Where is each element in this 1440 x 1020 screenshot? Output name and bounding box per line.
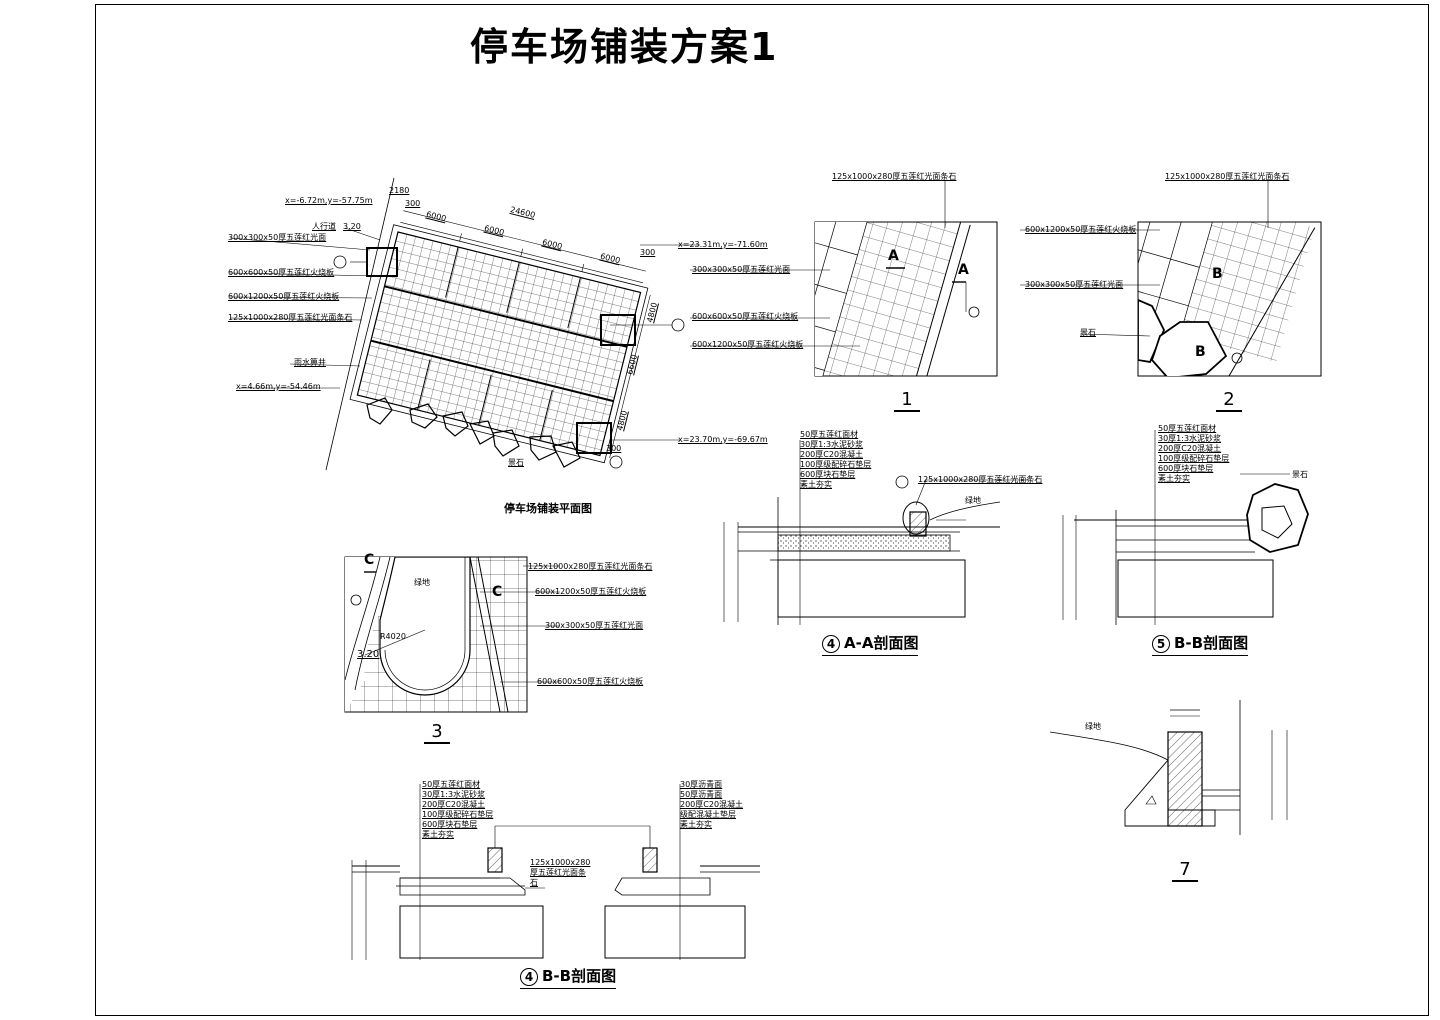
d3-label-green: 绿地 [414, 578, 430, 587]
bb-layer-2: 30厚1:3水泥砂浆 [1158, 434, 1222, 443]
bb-layer-3: 200厚C20混凝土 [1158, 444, 1222, 453]
d1-number: 1 [894, 390, 920, 412]
plan-dim-9: 300 [405, 199, 421, 208]
plan-label-stone: 景石 [508, 458, 524, 467]
plan-label-300: 300x300x50厚五莲红光面 [228, 233, 327, 242]
bb2-left-4: 100厚级配碎石垫层 [422, 810, 494, 819]
plan-coord-1: x=-6.72m,y=-57.75m [285, 196, 373, 205]
parking-plan [349, 210, 651, 464]
d2-label-curb: 125x1000x280厚五莲红光面条石 [1165, 172, 1290, 181]
plan-dim-11: 300 [606, 444, 622, 453]
bb2-right-2: 50厚沥青面 [680, 790, 723, 799]
aa-side: 绿地 [965, 496, 981, 505]
d1-mark-a2: A [958, 262, 969, 278]
aa-layers: 50厚五莲红面材 30厚1:3水泥砂浆 200厚C20混凝土 100厚级配碎石垫… [800, 430, 871, 489]
section-bb2-drawing [351, 784, 760, 960]
d3-elevation: 3.20 [357, 649, 380, 660]
d1-label-300: 300x300x50厚五莲红光面 [692, 265, 791, 274]
plan-caption: 停车场铺装平面图 [504, 502, 592, 515]
d3-label-curb: 125x1000x280厚五莲红光面条石 [528, 562, 653, 571]
d2-label-300: 300x300x50厚五莲红光面 [1025, 280, 1124, 289]
d7-label-green: 绿地 [1085, 722, 1101, 731]
bb2-right-3: 200厚C20混凝土 [680, 800, 744, 809]
bb-layer-4: 100厚级配碎石垫层 [1158, 454, 1230, 463]
detail-7-drawing [1049, 700, 1288, 835]
aa-layer-3: 200厚C20混凝土 [800, 450, 864, 459]
d1-label-curb: 125x1000x280厚五莲红光面条石 [832, 172, 957, 181]
d2-number: 2 [1216, 390, 1242, 412]
bb2-right-4: 级配混凝土垫层 [680, 810, 736, 819]
d2-mark-b1: B [1212, 266, 1223, 282]
stones-plan [366, 397, 581, 468]
aa-callout: 125x1000x280厚五莲红光面条石 [918, 475, 1043, 484]
plan-coord-2: x=23.31m,y=-71.60m [678, 240, 768, 249]
plan-label-walkway: 人行道 [312, 222, 336, 231]
bb2-left-6: 素土夯实 [422, 830, 454, 839]
d3-mark-c1: C [364, 552, 375, 568]
bb-layer-1: 50厚五莲红面材 [1158, 424, 1217, 433]
page-title: 停车场铺装方案1 [470, 25, 779, 69]
d3-label-300: 300x300x50厚五莲红光面 [545, 621, 644, 630]
plan-coord-3: x=4.66m,y=-54.46m [236, 382, 321, 391]
bb2-left-5: 600厚块石垫层 [422, 820, 478, 829]
bb-number: 5 [1152, 635, 1170, 653]
bb2-left-3: 200厚C20混凝土 [422, 800, 486, 809]
d3-label-600: 600x600x50厚五莲红火烧板 [537, 677, 644, 686]
detail-1-drawing [690, 180, 998, 377]
d3-mark-c2: C [492, 584, 503, 600]
section-aa-drawing [723, 440, 1030, 625]
bb2-left-2: 30厚1:3水泥砂浆 [422, 790, 486, 799]
plan-label-drain: 雨水箅井 [294, 358, 326, 367]
d2-mark-b2: B [1195, 344, 1206, 360]
aa-layer-1: 50厚五莲红面材 [800, 430, 859, 439]
d2-label-600x1200: 600x1200x50厚五莲红火烧板 [1025, 225, 1137, 234]
d3-label-600x1200: 600x1200x50厚五莲红火烧板 [535, 587, 647, 596]
bb-callout: 景石 [1292, 470, 1308, 479]
detail-2-drawing [1020, 180, 1322, 377]
d1-mark-a1: A [888, 248, 899, 264]
bb2-callout: 125x1000x280厚五莲红光面条石 [530, 858, 591, 887]
plan-dim-8: 2180 [389, 186, 410, 195]
drawing-frame [95, 4, 1429, 1016]
d3-number: 3 [424, 722, 450, 744]
plan-label-600x1200: 600x1200x50厚五莲红火烧板 [228, 292, 340, 301]
plan-elevation: 3.20 [343, 222, 361, 231]
bb2-caption-text: B-B剖面图 [542, 967, 617, 985]
bb2-layers-left: 50厚五莲红面材 30厚1:3水泥砂浆 200厚C20混凝土 100厚级配碎石垫… [422, 780, 493, 839]
bb2-left-1: 50厚五莲红面材 [422, 780, 481, 789]
d2-label-stone: 景石 [1080, 328, 1096, 337]
d7-number: 7 [1172, 860, 1198, 882]
aa-layer-2: 30厚1:3水泥砂浆 [800, 440, 864, 449]
aa-layer-5: 600厚块石垫层 [800, 470, 856, 479]
bb-layer-6: 素土夯实 [1158, 474, 1190, 483]
d3-radius: R4020 [380, 632, 406, 641]
aa-layer-4: 100厚级配碎石垫层 [800, 460, 872, 469]
d1-label-600: 600x600x50厚五莲红火烧板 [692, 312, 799, 321]
plan-label-curb: 125x1000x280厚五莲红光面条石 [228, 313, 353, 322]
aa-caption-text: A-A剖面图 [844, 634, 919, 652]
plan-coord-4: x=23.70m,y=-69.67m [678, 435, 768, 444]
aa-layer-6: 素土夯实 [800, 480, 832, 489]
bb2-layers-right: 30厚沥青面 50厚沥青面 200厚C20混凝土 级配混凝土垫层 素土夯实 [680, 780, 743, 829]
bb-layer-5: 600厚块石垫层 [1158, 464, 1214, 473]
bb-layers: 50厚五莲红面材 30厚1:3水泥砂浆 200厚C20混凝土 100厚级配碎石垫… [1158, 424, 1229, 483]
plan-label-600x600: 600x600x50厚五莲红火烧板 [228, 268, 335, 277]
section-bb-drawing [1062, 430, 1309, 625]
plan-dim-10: 300 [640, 248, 656, 257]
bb-caption-text: B-B剖面图 [1174, 634, 1249, 652]
d1-label-600x1200: 600x1200x50厚五莲红火烧板 [692, 340, 804, 349]
bb2-number: 4 [520, 968, 538, 986]
detail-3-drawing [344, 556, 560, 713]
bb2-right-1: 30厚沥青面 [680, 780, 723, 789]
aa-number: 4 [822, 635, 840, 653]
bb2-right-5: 素土夯实 [680, 820, 712, 829]
